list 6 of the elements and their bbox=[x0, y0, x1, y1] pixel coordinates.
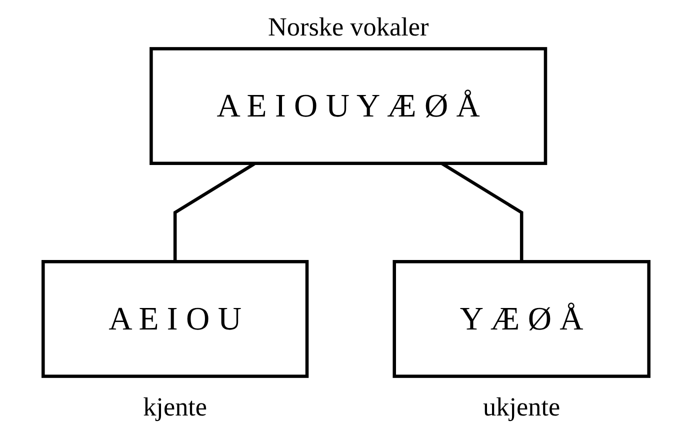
vowel-box: A E I O U bbox=[42, 260, 309, 378]
vowel-box: Y Æ Ø Å bbox=[392, 260, 650, 378]
box-caption: kjente bbox=[143, 392, 208, 422]
vowel-box: A E I O U Y Æ Ø Å bbox=[150, 47, 548, 165]
box-heading: Norske vokaler bbox=[268, 12, 429, 42]
box-caption: ukjente bbox=[483, 392, 560, 422]
